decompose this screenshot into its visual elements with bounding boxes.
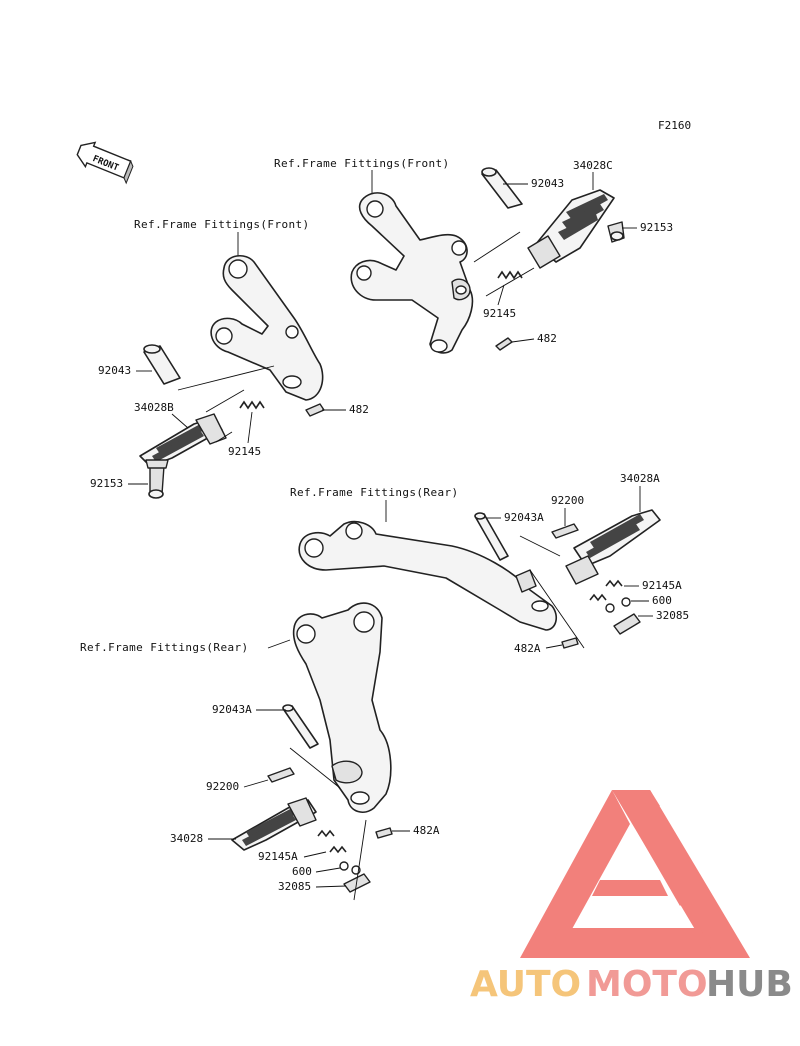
label-92043A-lower: 92043A	[212, 703, 252, 716]
figure-code: F2160	[658, 119, 691, 132]
label-482A-lower: 482A	[413, 824, 440, 837]
spring-92145A-upper-2	[589, 593, 607, 602]
label-92153-upper: 92153	[640, 221, 673, 234]
footpeg-34028C	[527, 189, 615, 269]
bolt-92153-left	[145, 459, 169, 499]
footpeg-34028A	[565, 509, 661, 585]
assembly-line	[529, 569, 585, 649]
label-92200-upper: 92200	[551, 494, 584, 507]
clip-482A-lower	[375, 827, 393, 839]
label-34028B: 34028B	[134, 401, 174, 414]
watermark-hub: HUB	[706, 964, 793, 1005]
leader-line	[243, 779, 269, 788]
watermark-text: AUTO MOTO HUB	[470, 964, 793, 1005]
leader-line	[171, 413, 189, 429]
ref-frame-rear-upper: Ref.Frame Fittings(Rear)	[290, 486, 459, 499]
ref-frame-front-upper: Ref.Frame Fittings(Front)	[274, 157, 450, 170]
label-482A-upper: 482A	[514, 642, 541, 655]
label-482-upper: 482	[537, 332, 557, 345]
assembly-line	[519, 535, 561, 557]
front-right-bracket	[350, 192, 474, 354]
leader-line	[247, 411, 253, 444]
watermark-auto: AUTO	[470, 964, 581, 1005]
spring-92145A-lower-2	[329, 845, 347, 854]
assembly-line	[177, 365, 275, 391]
label-92145-upper: 92145	[483, 307, 516, 320]
washer-92200-lower	[267, 767, 295, 783]
front-arrow-icon: FRONT	[76, 141, 134, 185]
label-34028C: 34028C	[573, 159, 613, 172]
clip-482-upper	[495, 337, 513, 351]
rear-right-bracket	[298, 520, 558, 631]
spring-92145-upper	[497, 270, 523, 280]
assembly-line	[215, 431, 233, 443]
ref-frame-rear-lower: Ref.Frame Fittings(Rear)	[80, 641, 249, 654]
assembly-line	[485, 267, 535, 297]
pin-92043-upper	[481, 167, 523, 209]
footpeg-34028	[231, 797, 317, 851]
leader-line	[545, 644, 563, 649]
front-left-bracket	[210, 255, 324, 401]
label-92043-left: 92043	[98, 364, 131, 377]
label-600-lower: 600	[292, 865, 312, 878]
pin-92043A-upper	[474, 512, 509, 561]
assembly-line	[473, 231, 521, 263]
watermark-moto: MOTO	[586, 964, 708, 1005]
label-32085-lower: 32085	[278, 880, 311, 893]
clip-482A-upper	[561, 637, 579, 649]
label-482-left: 482	[349, 403, 369, 416]
assembly-line	[205, 389, 245, 413]
pin-92043A-lower	[282, 704, 319, 749]
ball-600-upper	[621, 597, 631, 607]
spring-92145A-upper	[605, 579, 623, 588]
ball-600-lower	[339, 861, 349, 871]
spring-92145A-lower	[317, 829, 335, 838]
label-92145-left: 92145	[228, 445, 261, 458]
washer-92200-upper	[551, 523, 579, 539]
label-92200-lower: 92200	[206, 780, 239, 793]
leader-line	[303, 851, 327, 858]
clip-482-left	[305, 403, 325, 417]
label-600-upper: 600	[652, 594, 672, 607]
assembly-line	[289, 747, 341, 789]
ball-600-upper-2	[605, 603, 615, 613]
assembly-line	[353, 819, 367, 901]
label-92145A-upper: 92145A	[642, 579, 682, 592]
label-92043-upper: 92043	[531, 177, 564, 190]
leader-line	[267, 639, 291, 649]
label-34028: 34028	[170, 832, 203, 845]
rear-left-bracket	[292, 602, 392, 813]
label-34028A: 34028A	[620, 472, 660, 485]
leader-line	[315, 885, 347, 888]
leader-line	[511, 338, 535, 343]
footpeg-34028B	[139, 413, 227, 467]
label-92153-left: 92153	[90, 477, 123, 490]
bolt-92153-upper	[607, 221, 625, 243]
ref-frame-front-left: Ref.Frame Fittings(Front)	[134, 218, 310, 231]
label-32085-upper: 32085	[656, 609, 689, 622]
pin-92043-left	[143, 344, 181, 385]
label-92145A-lower: 92145A	[258, 850, 298, 863]
automotohub-logo-icon	[520, 790, 750, 958]
detent-32085-upper	[613, 613, 641, 635]
leader-line	[315, 867, 341, 873]
spring-92145-left	[239, 400, 265, 410]
label-92043A-upper: 92043A	[504, 511, 544, 524]
leader-line	[497, 284, 505, 306]
